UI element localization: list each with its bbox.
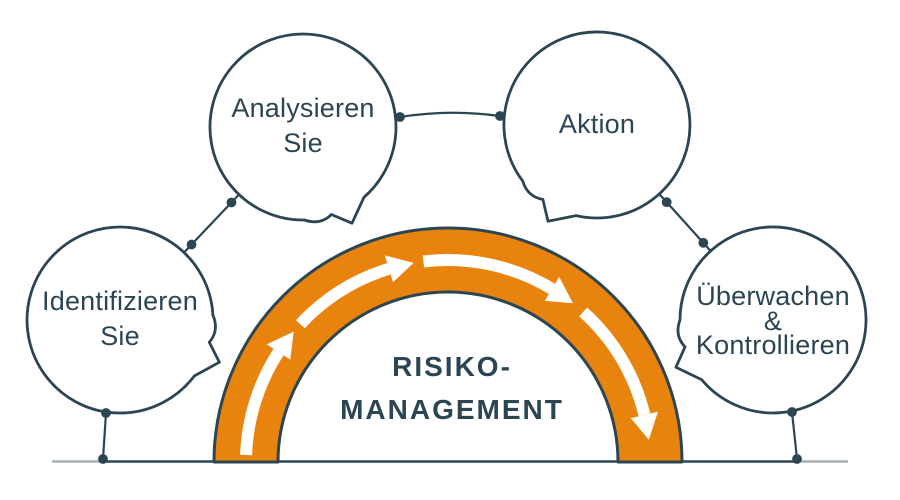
arch-ring	[212, 226, 684, 464]
speech-bubble-monitor	[674, 225, 868, 415]
connector-monitor-ground	[790, 411, 799, 460]
connector-analyze-action	[399, 111, 501, 119]
connector-analyze-action-dot-b	[495, 111, 505, 121]
connector-identify-ground-dot-b	[98, 454, 108, 464]
flow-arrow-4-shaft	[579, 307, 651, 417]
flow-arrow-2-shaft	[295, 263, 391, 329]
speech-bubble-action	[502, 30, 692, 223]
connector-action-monitor-dot-b	[698, 237, 709, 248]
flow-arrow-3-head	[544, 276, 573, 304]
connector-analyze-action-dot-a	[395, 112, 405, 122]
connector-monitor-ground-dot-b	[792, 454, 802, 464]
connector-identify-analyze-dot-a	[186, 239, 197, 250]
speech-bubble-analyze	[208, 32, 398, 225]
flow-arrow-3-shaft	[422, 254, 556, 295]
flow-arrow-4-head	[630, 411, 658, 440]
flow-arrow-1-shaft	[240, 348, 284, 456]
connector-identify-ground-dot-a	[101, 408, 111, 418]
speech-bubble-identify	[25, 225, 221, 415]
flow-arrow-1-head	[266, 331, 294, 360]
connector-identify-ground	[101, 412, 108, 460]
connector-identify-analyze-dot-b	[226, 197, 237, 208]
connector-monitor-ground-dot-a	[787, 407, 797, 417]
connector-action-monitor-dot-a	[661, 197, 672, 208]
flow-arrow-2-head	[384, 255, 414, 283]
